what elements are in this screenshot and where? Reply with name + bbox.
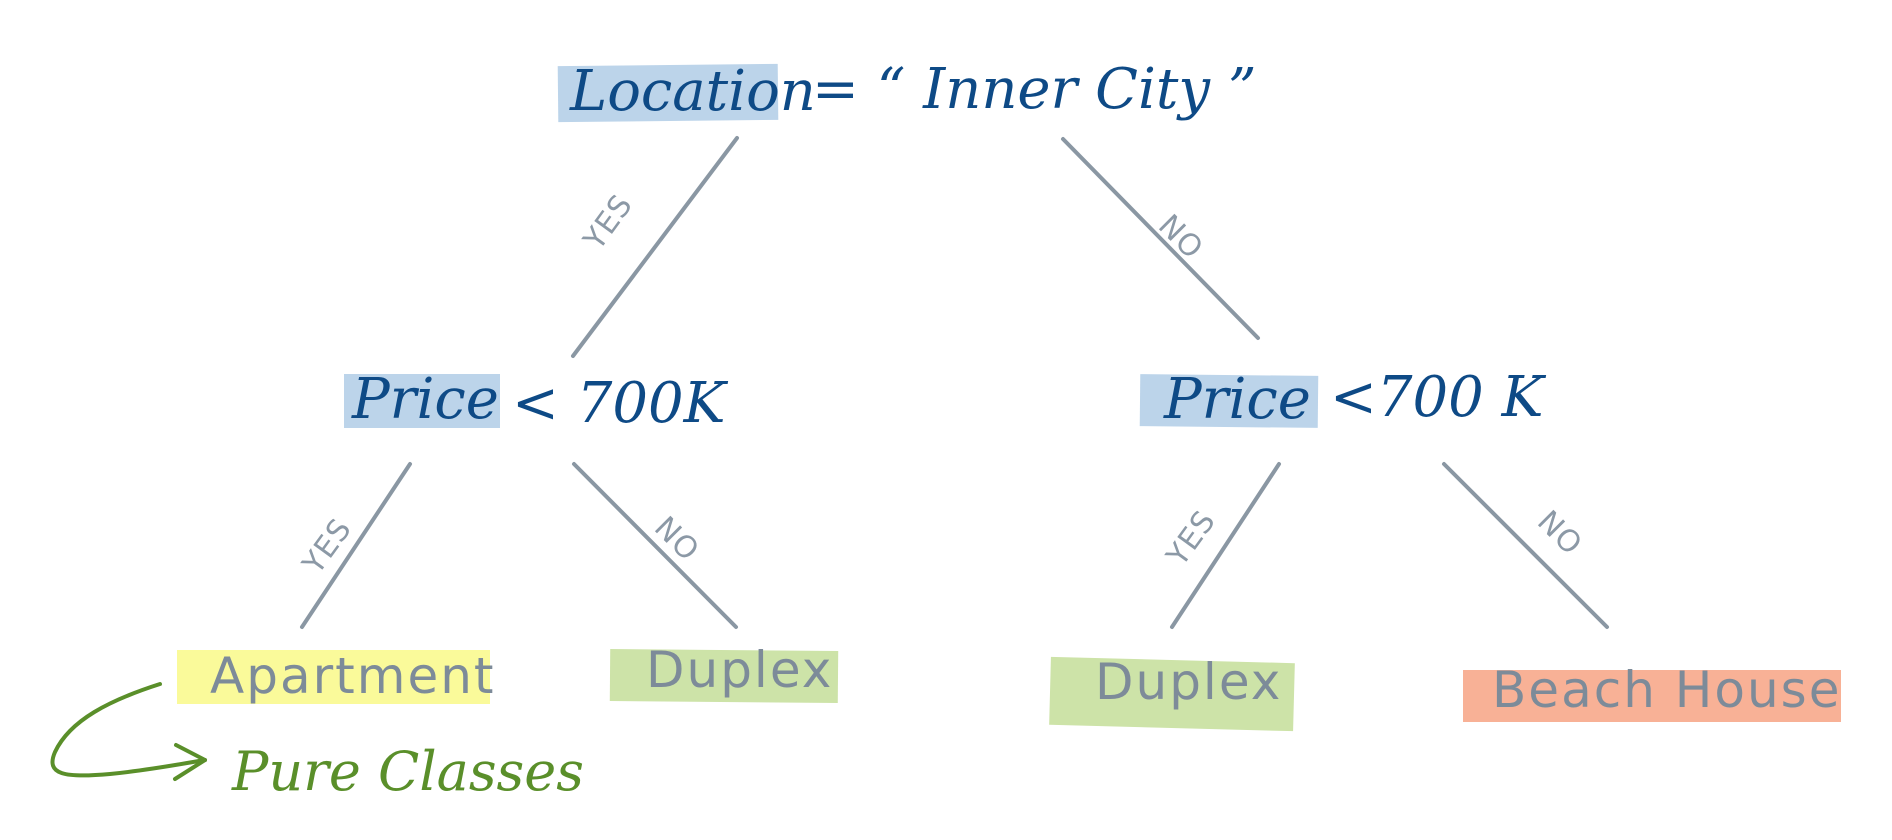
root-condition-label: = “ Inner City ” <box>812 57 1257 122</box>
left-node-feature-highlight <box>344 374 500 428</box>
right-node-condition-label: <700 K <box>1330 365 1544 430</box>
leaf-beach-house-highlight <box>1463 670 1841 722</box>
edge-left-duplex <box>572 462 738 629</box>
leaf-apartment-label: Apartment <box>210 647 496 705</box>
pure-classes-annotation: Pure Classes <box>232 740 584 803</box>
right-node-feature-label: Price <box>1164 367 1311 432</box>
edge-root-left <box>571 136 739 358</box>
left-node-feature-label: Price <box>352 367 499 432</box>
edge-right-beach-house <box>1442 462 1609 629</box>
leaf-beach-house-label: Beach House <box>1492 661 1842 719</box>
edge-right-duplex <box>1170 462 1281 629</box>
edge-root-right <box>1061 137 1260 340</box>
leaf-duplex-left-label: Duplex <box>646 641 834 699</box>
left-node-condition-label: < 700K <box>512 371 726 436</box>
leaf-duplex-right-label: Duplex <box>1095 653 1283 711</box>
root-feature-label: Location <box>570 59 816 124</box>
edge-left-apartment <box>300 462 412 629</box>
leaf-apartment-highlight <box>177 650 490 704</box>
curved-arrow-icon <box>50 682 207 781</box>
